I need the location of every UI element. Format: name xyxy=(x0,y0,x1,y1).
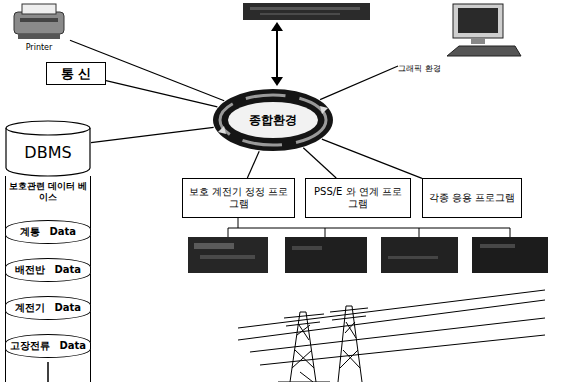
top-screen xyxy=(243,3,370,20)
screenshot xyxy=(188,237,548,273)
database-cylinder: DBMS xyxy=(5,120,91,176)
transmission-tower xyxy=(238,290,545,382)
node-label: 통 신 xyxy=(61,66,92,82)
program-box: PSS/E 와 연계 프로그램 xyxy=(305,178,411,218)
printer-icon: Printer xyxy=(8,2,70,54)
connector-line xyxy=(247,151,259,178)
node-label: 종합환경 xyxy=(249,113,297,127)
node-label: Printer xyxy=(26,43,53,53)
node-label: 그래픽 환경 xyxy=(398,64,441,74)
data-band: 계전기 Data xyxy=(5,296,91,320)
node-label: DBMS xyxy=(24,143,71,162)
program-box: 각종 응용 프로그램 xyxy=(422,178,522,218)
node-label: 고장전류 Data xyxy=(10,340,86,352)
screen-wires xyxy=(228,218,510,237)
node-label: 보호 계전기 정정 프로그램 xyxy=(187,186,290,210)
connector-line xyxy=(91,127,214,142)
double-arrow xyxy=(271,22,283,86)
node-label: 보호관련 데이터 베이스 xyxy=(6,181,90,203)
connector-line xyxy=(106,81,217,107)
connector-line xyxy=(320,66,398,100)
node-label: 계전기 Data xyxy=(15,302,81,314)
node-label: 배전반 Data xyxy=(15,264,81,276)
node-label: 각종 응용 프로그램 xyxy=(429,192,515,204)
program-box: 보호 계전기 정정 프로그램 xyxy=(182,178,295,218)
node-label: 계통 Data xyxy=(20,226,76,238)
database-stack: 보호관련 데이터 베이스계통 Data 배전반 Data 계전기 Data 고장전류 … xyxy=(5,176,91,382)
connector-line xyxy=(322,139,422,178)
hub-ellipse: 종합환경 xyxy=(212,88,334,152)
data-band: 배전반 Data xyxy=(5,258,91,282)
computer-icon: 그래픽 환경 xyxy=(398,2,523,76)
data-band: 고장전류 Data xyxy=(5,334,91,358)
node-label: PSS/E 와 연계 프로그램 xyxy=(310,186,406,210)
connector-line xyxy=(303,148,336,178)
process-box: 통 신 xyxy=(46,62,106,85)
database-continuation xyxy=(48,362,49,382)
data-band: 계통 Data xyxy=(5,220,91,244)
